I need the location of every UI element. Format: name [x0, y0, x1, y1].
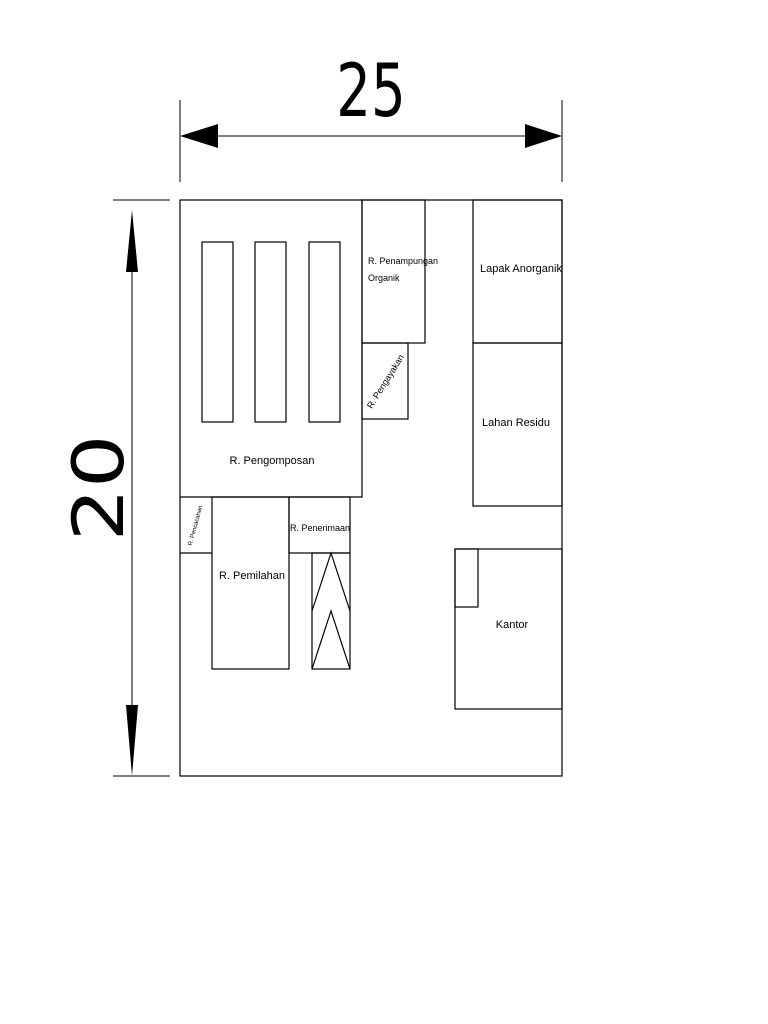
pengayakan-wall	[361, 342, 409, 420]
room-penampungan-organik: R. Penampungan Organik	[361, 199, 438, 344]
compost-bed-2	[254, 241, 287, 423]
room-pencacahan: R. Pencacahan	[180, 505, 212, 554]
kantor-wall	[454, 548, 563, 710]
room-lahan-residu: Lahan Residu	[472, 342, 563, 507]
pengayakan-label: R. Pengayakan	[365, 353, 406, 410]
arrow-right-icon	[525, 124, 562, 148]
penampungan-wall	[361, 199, 426, 344]
height-label: 20	[59, 435, 140, 542]
height-dimension: 20	[59, 199, 170, 777]
pemilahan-wall	[211, 496, 290, 670]
penampungan-label-line2: Organik	[368, 273, 400, 283]
penerimaan-label: R. Penerimaan	[290, 523, 350, 533]
room-lapak-anorganik: Lapak Anorganik	[472, 199, 563, 344]
lahan-residu-label: Lahan Residu	[482, 417, 550, 429]
compost-bed-3	[308, 241, 341, 423]
room-pemilahan: R. Pemilahan	[211, 496, 290, 670]
ramp-chevron-lower-icon	[311, 609, 351, 670]
ramp-chevron-upper-icon	[311, 551, 351, 612]
pengomposan-label: R. Pengomposan	[230, 455, 315, 467]
room-kantor: Kantor	[454, 548, 563, 710]
room-pengomposan: R. Pengomposan	[180, 200, 363, 498]
receiving-ramp	[311, 551, 351, 670]
width-dimension: 25	[179, 49, 563, 182]
kantor-annex	[454, 548, 479, 608]
width-label: 25	[336, 49, 405, 134]
arrow-up-icon	[126, 210, 138, 272]
room-pengayakan: R. Pengayakan	[361, 342, 409, 420]
room-penerimaan: R. Penerimaan	[288, 496, 351, 554]
pemilahan-label: R. Pemilahan	[219, 570, 285, 582]
pencacahan-label: R. Pencacahan	[188, 505, 204, 546]
compost-bed-1	[201, 241, 234, 423]
arrow-down-icon	[126, 705, 138, 776]
lapak-anorganik-label: Lapak Anorganik	[480, 263, 562, 275]
site-boundary	[179, 199, 563, 777]
penampungan-label-line1: R. Penampungan	[368, 256, 438, 266]
kantor-label: Kantor	[496, 619, 529, 631]
arrow-left-icon	[180, 124, 218, 148]
lahan-residu-wall	[472, 342, 563, 507]
pengomposan-wall	[180, 200, 363, 498]
